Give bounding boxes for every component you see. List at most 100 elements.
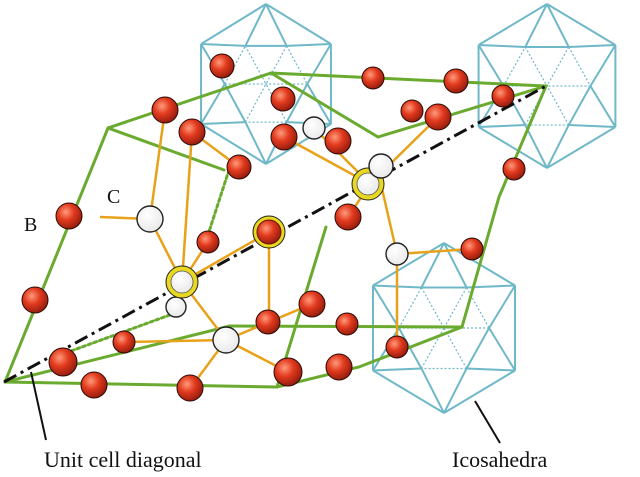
icosahedron-edge — [546, 124, 570, 169]
icosahedron-edge — [372, 367, 422, 372]
boron-atom — [48, 347, 78, 377]
bond — [123, 338, 227, 344]
boron-atom — [176, 374, 204, 402]
boron-atom — [334, 203, 362, 231]
icosahedron-edge — [477, 44, 505, 87]
icosahedron-edge — [286, 43, 331, 47]
boron-atom — [178, 118, 206, 146]
icosahedron-edge — [244, 121, 267, 165]
icosahedron-edge — [372, 284, 400, 329]
carbon-atom — [136, 205, 164, 233]
boron-atom — [255, 309, 281, 335]
icosahedron-hidden-edge — [568, 46, 591, 87]
icosahedron-edge — [443, 368, 468, 414]
carbon-atom — [165, 296, 187, 318]
icosahedron-hidden-edge — [503, 46, 526, 87]
icosahedron-edge — [200, 3, 267, 45]
icosahedron-hidden-edge — [286, 45, 308, 85]
boron-atom — [55, 202, 83, 230]
icosahedron-edge — [524, 124, 548, 169]
boron-atom — [270, 86, 296, 112]
icosahedron-edge — [524, 3, 548, 48]
icosahedron-edge — [589, 85, 617, 128]
boron-atom — [80, 371, 108, 399]
icosahedron-edge — [589, 44, 617, 87]
bond — [148, 109, 167, 220]
icosahedron-hidden-edge — [224, 45, 246, 85]
icosahedron-edge — [200, 123, 267, 165]
label-b: B — [24, 214, 37, 236]
icosahedron-edge — [478, 3, 548, 46]
boron-atom — [400, 99, 424, 123]
boron-atom — [325, 353, 353, 381]
boron-atom — [491, 84, 515, 108]
label-icosahedra: Icosahedra — [452, 447, 548, 472]
icosahedron-edge — [306, 43, 332, 85]
boron-atom — [361, 66, 385, 90]
icosahedron-edge — [265, 3, 288, 47]
carbon-atom — [385, 242, 409, 266]
icosahedron-edge — [244, 3, 267, 47]
carbon-atom — [302, 116, 326, 140]
icosahedron-edge — [568, 124, 616, 128]
icosahedron-edge — [201, 43, 246, 47]
icosahedron-edge — [488, 284, 516, 329]
icosahedron-edge — [478, 126, 548, 169]
icosahedra-group — [200, 3, 617, 414]
icosahedron-edge — [265, 3, 332, 45]
boron-atom — [112, 330, 136, 354]
boron-atom — [460, 237, 484, 261]
icosahedron-edge — [443, 369, 516, 414]
cell-edge-inner-right — [376, 84, 548, 139]
boron-atom — [502, 157, 526, 181]
cell-edge-inner-top — [269, 71, 380, 139]
cell-edge-left-inner — [106, 126, 226, 172]
icosahedron-hidden-edge — [265, 45, 288, 85]
boron-atom — [273, 357, 303, 387]
boron-atom — [21, 286, 49, 314]
icosahedron-edge — [567, 85, 592, 126]
boron-atom — [324, 127, 352, 155]
icosahedron-edge — [372, 242, 445, 287]
icosahedra-pointer-line — [474, 400, 501, 444]
bond — [396, 247, 473, 256]
boron-atom — [196, 230, 220, 254]
icosahedron-hidden-edge — [398, 287, 422, 329]
icosahedron-edge — [285, 83, 309, 123]
boron-atom — [385, 335, 409, 359]
carbon-atom — [368, 153, 394, 179]
label-unit-cell-diagonal: Unit cell diagonal — [44, 447, 202, 472]
icosahedron-hidden-edge — [244, 83, 267, 123]
icosahedron-edge — [223, 83, 247, 123]
icosahedron-edge — [466, 367, 516, 372]
boron-atom — [226, 154, 252, 180]
atoms-group — [21, 53, 526, 402]
icosahedron-hidden-edge — [546, 85, 570, 126]
boron-atom — [443, 68, 469, 94]
icosahedron-hidden-edge — [466, 287, 490, 329]
center-atom-core — [256, 219, 282, 245]
bond — [181, 230, 270, 284]
diagonal-pointer-line — [30, 371, 47, 441]
icosahedron-edge — [478, 124, 526, 128]
icosahedron-edge — [546, 3, 570, 48]
bond — [378, 179, 399, 255]
icosahedron-edge — [420, 368, 445, 414]
boron-atom — [335, 312, 359, 336]
icosahedron-top-right — [477, 3, 617, 169]
chain-end-atom-core — [170, 270, 194, 294]
icosahedron-hidden-edge — [546, 46, 570, 87]
icosahedron-edge — [201, 121, 246, 125]
bond — [180, 131, 194, 283]
boron-atom — [270, 123, 298, 151]
icosahedron-top-left — [200, 3, 332, 165]
boron-atom — [298, 290, 326, 318]
carbon-atom — [212, 326, 240, 354]
icosahedron-hidden-edge — [524, 46, 548, 87]
boron-atom — [151, 96, 179, 124]
icosahedron-edge — [306, 83, 332, 125]
icosahedron-edge — [372, 369, 445, 414]
label-c: C — [107, 186, 120, 208]
icosahedron-edge — [465, 327, 490, 369]
